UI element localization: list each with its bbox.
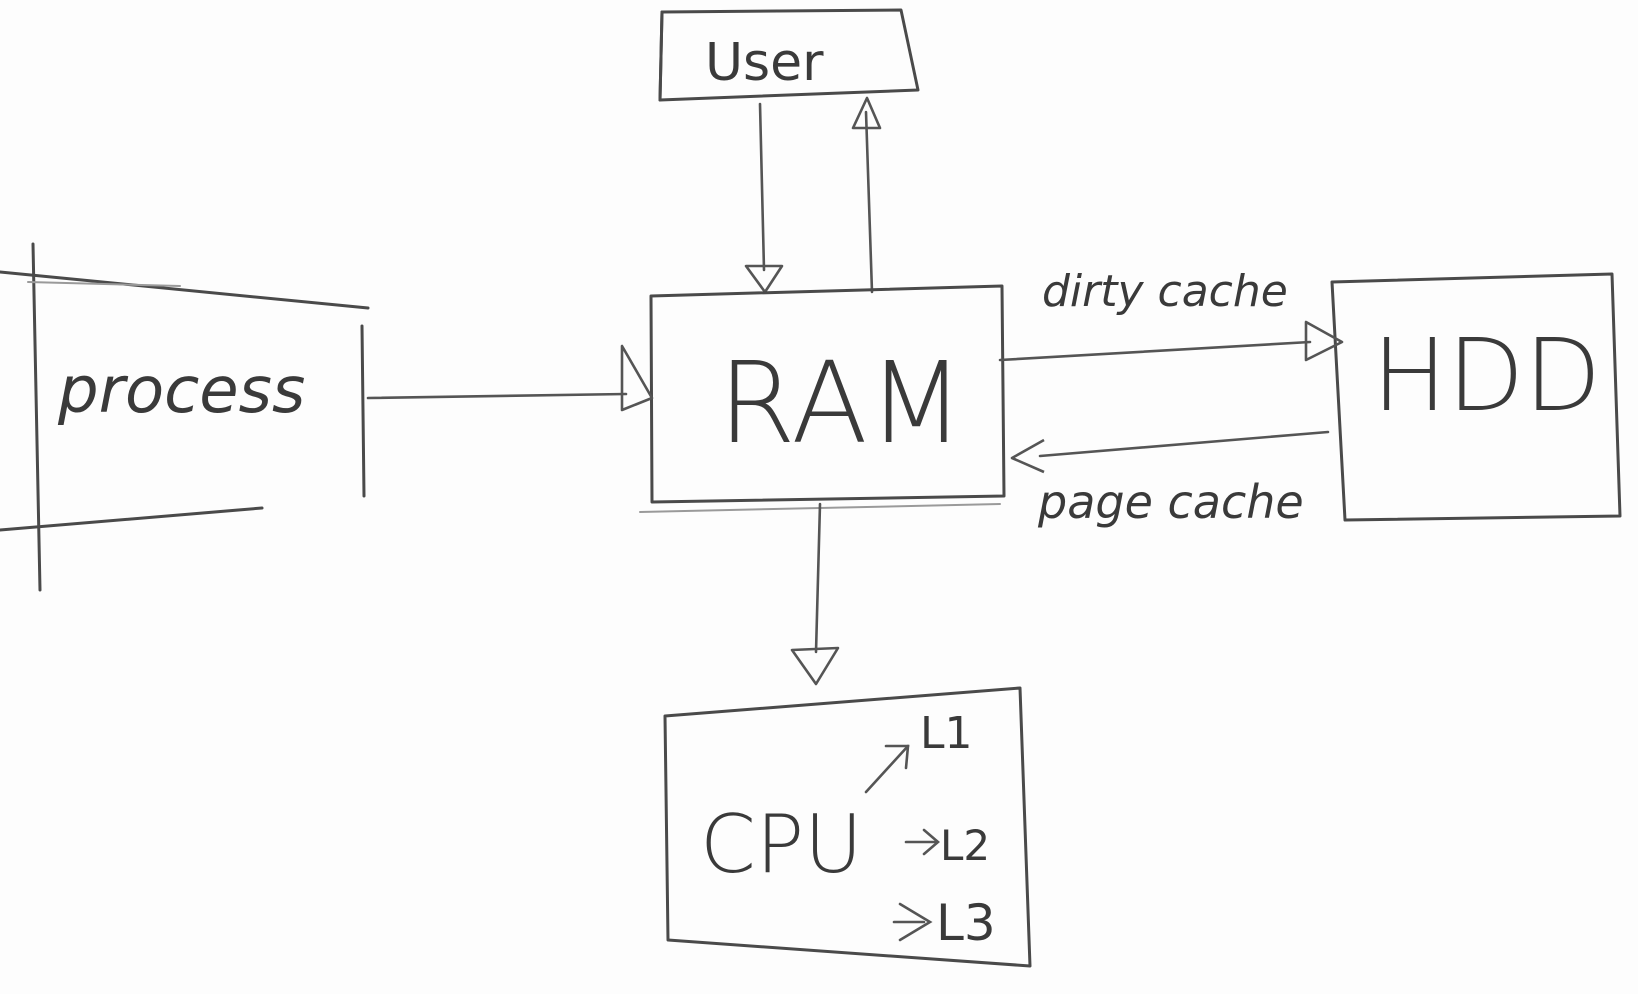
user-label: User: [705, 33, 824, 93]
process-to-ram-arrow: [366, 344, 654, 412]
cpu-to-l1-arrow: [864, 744, 910, 794]
ram-to-user-arrow: [851, 96, 882, 294]
process-label: process: [57, 354, 305, 428]
l3-label: L3: [936, 894, 996, 952]
cpu-node: [663, 686, 1032, 968]
hdd-label: HDD: [1372, 317, 1601, 434]
cpu-to-l3-arrow: [892, 902, 933, 942]
l2-label: L2: [940, 821, 990, 870]
cpu-label: CPU: [700, 798, 863, 891]
process-node: [0, 242, 370, 592]
l1-label: L1: [920, 708, 973, 759]
page-cache-label: page cache: [1037, 475, 1304, 529]
ram-label: RAM: [718, 339, 965, 469]
ram-to-cpu-arrow: [790, 502, 840, 686]
hdd-node: [1330, 272, 1622, 522]
dirty-cache-label: dirty cache: [1042, 266, 1288, 317]
cpu-to-l2-arrow: [904, 828, 940, 856]
user-node: [658, 8, 920, 102]
hdd-to-ram-arrow: [1010, 430, 1330, 474]
user-to-ram-arrow: [744, 102, 784, 294]
ram-to-hdd-arrow: [998, 320, 1344, 362]
